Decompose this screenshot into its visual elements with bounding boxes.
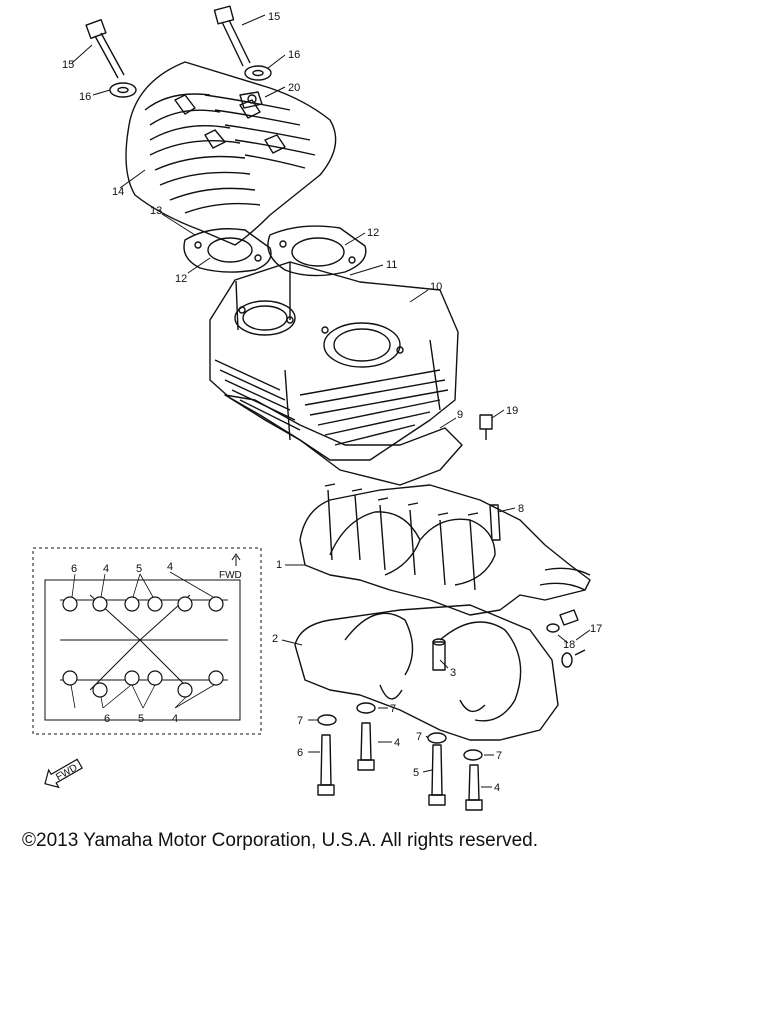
callout-6: 6 <box>297 747 303 759</box>
cylinder-head-bolt-left <box>85 18 125 79</box>
crankcase-bolt-center <box>357 722 375 771</box>
callout-7-a: 7 <box>297 715 303 727</box>
callout-12-right: 12 <box>367 227 379 239</box>
callout-1: 1 <box>276 559 282 571</box>
head-gasket-right <box>267 225 367 277</box>
callout-14: 14 <box>112 186 124 198</box>
callout-7-b: 7 <box>390 703 396 715</box>
inset-label-5-bottom: 5 <box>138 713 144 725</box>
exploded-parts-diagram: 15 15 16 16 20 14 13 12 12 11 10 9 19 8 … <box>32 5 602 811</box>
callout-9: 9 <box>457 409 463 421</box>
upper-crankcase <box>299 483 591 616</box>
head-gasket-left <box>183 228 272 273</box>
callout-4: 4 <box>394 737 400 749</box>
callout-16-left: 16 <box>79 91 91 103</box>
inset-fwd-label: FWD <box>219 570 242 581</box>
callout-18: 18 <box>563 639 575 651</box>
inset-label-5-top: 5 <box>136 563 142 575</box>
callout-7-c: 7 <box>416 731 422 743</box>
bolt-pattern-inset: 6 4 5 4 6 5 4 FWD <box>32 547 262 735</box>
crankcase-bolt-right <box>465 764 483 811</box>
lower-crankcase <box>294 604 559 741</box>
inset-label-4-bottom: 4 <box>172 713 178 725</box>
callout-17: 17 <box>590 623 602 635</box>
cylinder-head <box>125 61 337 246</box>
callout-7-d: 7 <box>496 750 502 762</box>
inset-label-6-top: 6 <box>71 563 77 575</box>
crankcase-stud-bolt <box>489 504 501 541</box>
crankcase-bolt-center-right <box>428 744 446 806</box>
inset-fwd-arrow-icon <box>231 553 241 566</box>
washer-left <box>109 82 137 98</box>
drain-bolt <box>559 609 586 668</box>
cylinder-head-bolt-right <box>213 5 251 67</box>
callout-13: 13 <box>150 205 162 217</box>
callout-11: 11 <box>386 259 397 271</box>
cylinder-base-gasket <box>224 394 463 486</box>
spark-plug <box>239 91 263 109</box>
fwd-badge-label: FWD <box>54 762 79 783</box>
callout-10: 10 <box>430 281 442 293</box>
callout-15-right: 15 <box>268 11 280 23</box>
washer-right <box>244 65 272 81</box>
callout-3: 3 <box>450 667 456 679</box>
callout-2: 2 <box>272 633 278 645</box>
fwd-badge-icon: FWD <box>44 758 83 789</box>
callout-16-right: 16 <box>288 49 300 61</box>
inset-label-6-bottom: 6 <box>104 713 110 725</box>
cylinder-block <box>209 261 459 461</box>
callout-19: 19 <box>506 405 518 417</box>
stud-bolt <box>479 414 493 440</box>
callout-5: 5 <box>413 767 419 779</box>
inset-label-4-top-right: 4 <box>167 561 173 573</box>
callout-15-left: 15 <box>62 59 74 71</box>
callout-20: 20 <box>288 82 300 94</box>
crankcase-washer <box>317 714 337 726</box>
dowel-pin <box>432 638 446 671</box>
crankcase-bolt-left <box>317 734 335 796</box>
copyright-notice: ©2013 Yamaha Motor Corporation, U.S.A. A… <box>22 830 538 851</box>
callout-12-left: 12 <box>175 273 187 285</box>
callout-8: 8 <box>518 503 524 515</box>
callout-4-b: 4 <box>494 782 500 794</box>
drain-washer <box>546 623 560 633</box>
inset-label-4-top-left: 4 <box>103 563 109 575</box>
